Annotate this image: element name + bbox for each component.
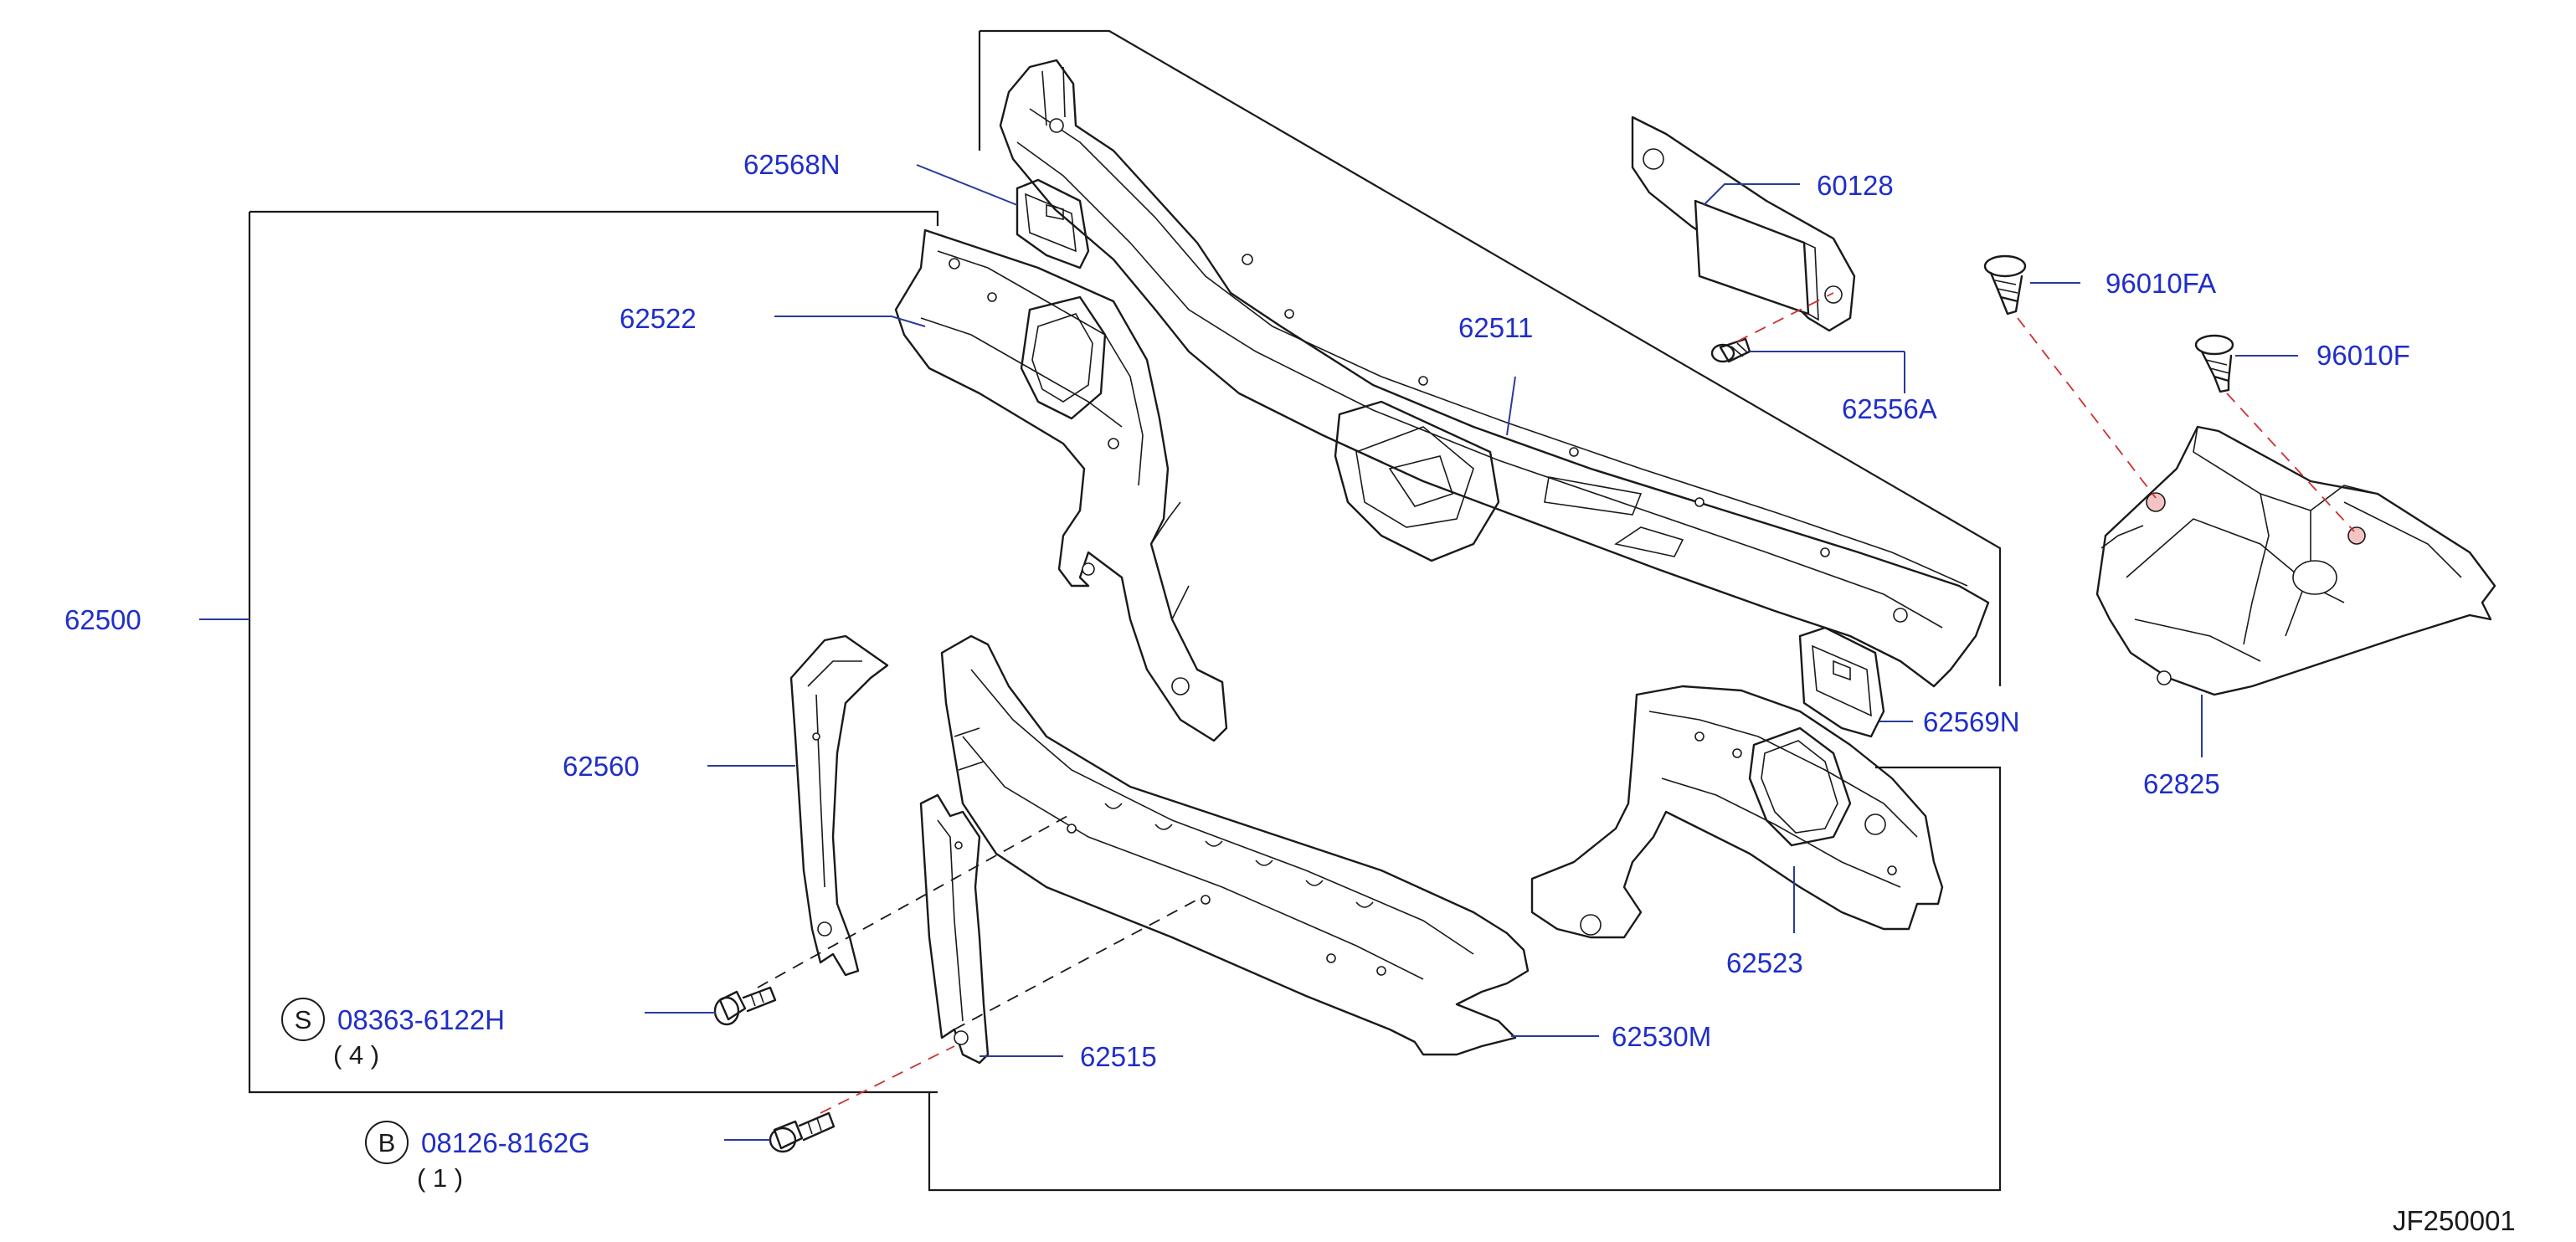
leader-lines xyxy=(199,164,2298,1141)
callout-62569N: 62569N xyxy=(1923,706,2020,737)
qty-08126-8162G: ( 1 ) xyxy=(417,1163,463,1193)
callout-62523: 62523 xyxy=(1726,947,1803,978)
callout-62511: 62511 xyxy=(1458,312,1533,343)
callout-62568N: 62568N xyxy=(743,149,841,180)
part-62530M-lower-support xyxy=(940,634,1530,1056)
fastener-callout-s: S 08363-6122H ( 4 ) xyxy=(281,998,505,1070)
qty-08363-6122H: ( 4 ) xyxy=(333,1040,379,1070)
assembly-frame-62511 xyxy=(978,29,2002,686)
alignment-dash-96010F xyxy=(2226,393,2355,532)
alignment-dash-96010FA xyxy=(2017,317,2157,499)
part-62523-hood-ledge-right xyxy=(1530,685,1944,939)
diagram-reference-id: JF250001 xyxy=(2393,1205,2516,1236)
part-62825-air-guide xyxy=(2095,425,2496,696)
badge-s-circle xyxy=(281,998,325,1041)
callout-96010F: 96010F xyxy=(2316,340,2410,371)
bolt-08126-8162G xyxy=(769,1111,836,1153)
part-62569N-bracket xyxy=(1798,626,1885,738)
callout-62515: 62515 xyxy=(1080,1041,1157,1072)
assembly-frame-62500 xyxy=(248,210,2002,1192)
part-96010FA-clip xyxy=(1983,254,2027,316)
part-62556A-screw xyxy=(1710,337,1751,363)
part-62568N-bracket xyxy=(1015,178,1090,269)
part-60128-plate xyxy=(1631,115,1856,332)
callout-60128: 60128 xyxy=(1817,170,1894,201)
callout-62825: 62825 xyxy=(2143,768,2220,799)
alignment-dash-bolt-b xyxy=(820,1045,955,1114)
badge-b-circle xyxy=(365,1121,409,1164)
alignment-dash-62515 xyxy=(954,899,1198,1030)
badge-b-letter: B xyxy=(378,1128,396,1157)
callout-96010FA: 96010FA xyxy=(2106,268,2216,299)
alignment-dash-62556A xyxy=(1736,292,1834,342)
callout-62500: 62500 xyxy=(64,604,141,635)
part-62515-stay xyxy=(919,793,990,1065)
callout-62556A: 62556A xyxy=(1842,393,1937,424)
callout-08363-6122H: 08363-6122H xyxy=(337,1004,505,1035)
part-62511-upper-support xyxy=(999,59,1990,688)
callout-62560: 62560 xyxy=(563,751,640,782)
callout-08126-8162G: 08126-8162G xyxy=(421,1127,590,1158)
callout-62530M: 62530M xyxy=(1612,1021,1711,1052)
part-62522-hood-ledge-left xyxy=(894,228,1228,742)
badge-s-letter: S xyxy=(295,1005,312,1034)
fastener-callout-b: B 08126-8162G ( 1 ) xyxy=(365,1121,590,1193)
callout-62522: 62522 xyxy=(620,303,697,334)
part-96010F-clip xyxy=(2194,334,2234,393)
alignment-dash-62560 xyxy=(757,815,1068,988)
bolt-08363-6122H xyxy=(713,986,777,1026)
